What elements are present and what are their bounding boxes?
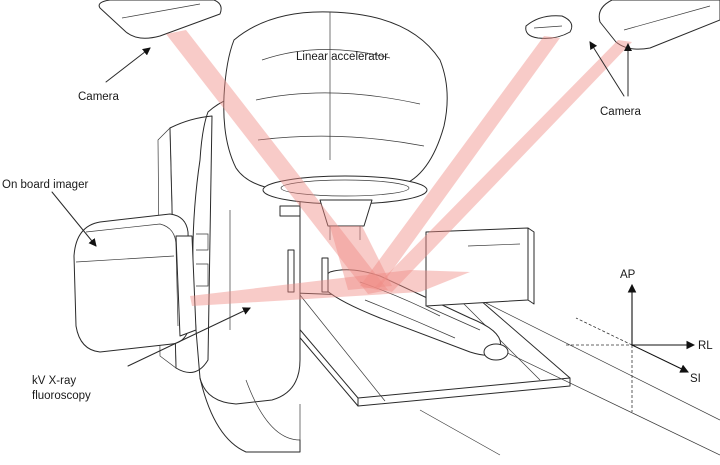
axis-label-ap: AP [620, 269, 636, 281]
label-on-board-imager: On board imager [2, 179, 88, 191]
linac-head [223, 11, 448, 240]
kv-imaging-beam [190, 270, 470, 306]
camera-right-beam-b [374, 40, 632, 292]
linac-treatment-beam [330, 226, 392, 290]
couch-posts [287, 249, 329, 293]
camera-left-beam [166, 30, 388, 294]
kv-detector-panel [425, 227, 535, 331]
axis-label-rl: RL [698, 340, 713, 352]
beam-rays [166, 30, 632, 306]
patient [323, 269, 509, 361]
label-kv-xray: kV X-ray [32, 375, 76, 387]
axis-label-si: SI [690, 373, 701, 385]
coordinate-axes [566, 283, 696, 412]
camera-left [98, 0, 222, 39]
camera-right-beam-a [360, 36, 560, 290]
on-board-imager [73, 213, 197, 353]
label-arrows [51, 41, 632, 367]
treatment-couch [267, 291, 720, 456]
label-fluoroscopy: fluoroscopy [32, 390, 91, 402]
label-camera-left: Camera [78, 91, 120, 103]
label-camera-right: Camera [600, 106, 642, 118]
camera-right [525, 0, 720, 50]
label-linear-accelerator: Linear accelerator [296, 51, 388, 63]
